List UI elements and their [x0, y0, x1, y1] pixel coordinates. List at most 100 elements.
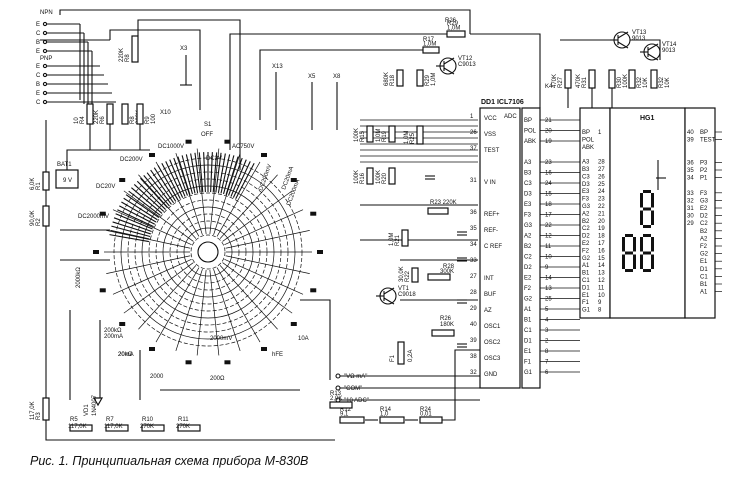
wire [136, 180, 166, 210]
dial-contact [119, 178, 126, 183]
socket-pin-label: E [36, 49, 40, 55]
resistor-r5 [69, 424, 93, 432]
lcd-right-strip [684, 107, 716, 319]
switch-label: 10A [298, 336, 309, 342]
resistor-r6 [106, 103, 114, 125]
diode-value: 1N4007 [92, 394, 98, 416]
ic-left-pin-num: 27 [470, 274, 477, 280]
lcd-right-pin-num: 29 [687, 221, 694, 227]
lcd-right-pin: P3 [700, 160, 708, 166]
lcd-right-pin: G2 [700, 252, 709, 258]
resistor-ref: R18 [390, 74, 396, 86]
wire [165, 161, 184, 198]
lcd-left-pin: A3 [582, 160, 590, 166]
lcd-right-pin-num: 35 [687, 168, 694, 174]
resistor-ref: R28 [443, 264, 455, 270]
ic-right-pin: A2 [524, 234, 532, 240]
wire [647, 43, 659, 51]
resistor-value: 10 [74, 117, 80, 124]
ic-right-pin: D2 [524, 265, 532, 271]
lcd-right-pin-num: 31 [687, 206, 694, 212]
wire [300, 299, 331, 380]
lcd-right-pin: TEST [700, 138, 716, 144]
switch-label: 20mA [118, 352, 134, 358]
wire [203, 152, 206, 193]
segment [633, 237, 636, 252]
segment [643, 251, 651, 255]
wire [169, 159, 186, 197]
wire [112, 209, 192, 245]
ic-left-pin: C REF [484, 244, 502, 250]
battery-bat1 [55, 169, 79, 189]
dial-contact [185, 360, 192, 365]
resistor-ref: R3 [36, 412, 42, 420]
wire [212, 152, 218, 193]
resistor-value: 10K [643, 77, 649, 88]
resistor-r23 [427, 207, 449, 215]
wire [109, 29, 201, 110]
segment [643, 234, 651, 237]
lcd-left-pin: A1 [582, 263, 590, 269]
wire [198, 152, 204, 193]
socket-pin-label: C [36, 73, 41, 79]
wire [225, 230, 310, 249]
dial-contact [224, 360, 231, 365]
lcd-right-pin: D1 [700, 267, 708, 273]
lcd-left-pin-num: 25 [598, 182, 605, 188]
lcd-left-pin: B1 [582, 271, 590, 277]
dial-contact [261, 346, 267, 351]
lcd-left-pin-num: 8 [598, 308, 602, 314]
ic-right-pin-num: 6 [545, 370, 549, 376]
socket-pin [42, 90, 48, 96]
lcd-left-pin: BP [582, 130, 590, 136]
ic-right-pin: C3 [524, 181, 532, 187]
resistor-r7 [105, 424, 129, 432]
resistor-ref: R31 [582, 76, 588, 88]
wire [235, 163, 255, 200]
ic-right-pin: G1 [524, 370, 533, 376]
lcd-left-pin: C1 [582, 278, 590, 284]
ic-left-pin: INT [484, 276, 494, 282]
resistor-value: 100 [151, 113, 157, 124]
ic-right-pin-num: 18 [545, 202, 552, 208]
resistor-ref: R8 [130, 116, 136, 124]
segment [651, 210, 654, 225]
dial-contact [149, 346, 155, 351]
resistor-r19 [388, 125, 396, 143]
lcd-left-pin: B3 [582, 167, 590, 173]
resistor-r11 [177, 424, 201, 432]
resistor-r25 [416, 125, 424, 145]
dial-contact [317, 250, 323, 254]
lcd-left-pin-num: 10 [598, 293, 605, 299]
lcd-left-pin-num: 12 [598, 278, 605, 284]
resistor-r22 [411, 267, 419, 283]
lcd-right-pin: A2 [700, 236, 708, 242]
socket-pin [42, 21, 48, 27]
switch-label: 20kΩ [118, 352, 133, 358]
socket-pin-label: B [36, 40, 40, 46]
ic-right-pin: D3 [524, 192, 532, 198]
dial-contact [290, 321, 297, 326]
transistor-value: 9013 [662, 48, 676, 54]
dial-contact [99, 211, 106, 216]
segment [643, 269, 651, 272]
ic-right-pin: E3 [524, 202, 532, 208]
lcd-left-pin-num: 15 [598, 256, 605, 262]
net-x5: X5 [308, 74, 316, 80]
transistor-value: 9013 [632, 36, 646, 42]
lcd-left-pin-num: 24 [598, 189, 605, 195]
wire [443, 57, 455, 65]
ic-right-pin: BP [524, 118, 532, 124]
dial-hub [197, 241, 219, 263]
resistor-r9 [136, 103, 144, 125]
wire [157, 165, 179, 201]
wire [216, 161, 261, 237]
lcd-left-pin: E1 [582, 293, 590, 299]
ic-right-pin: F3 [524, 213, 532, 219]
ic-right-pin-num: 23 [545, 160, 552, 166]
resistor-ref: R17 [423, 37, 435, 43]
resistor-ref: R13 [330, 391, 342, 397]
dial-contact [99, 288, 106, 293]
lcd-right-pin: E2 [700, 206, 708, 212]
